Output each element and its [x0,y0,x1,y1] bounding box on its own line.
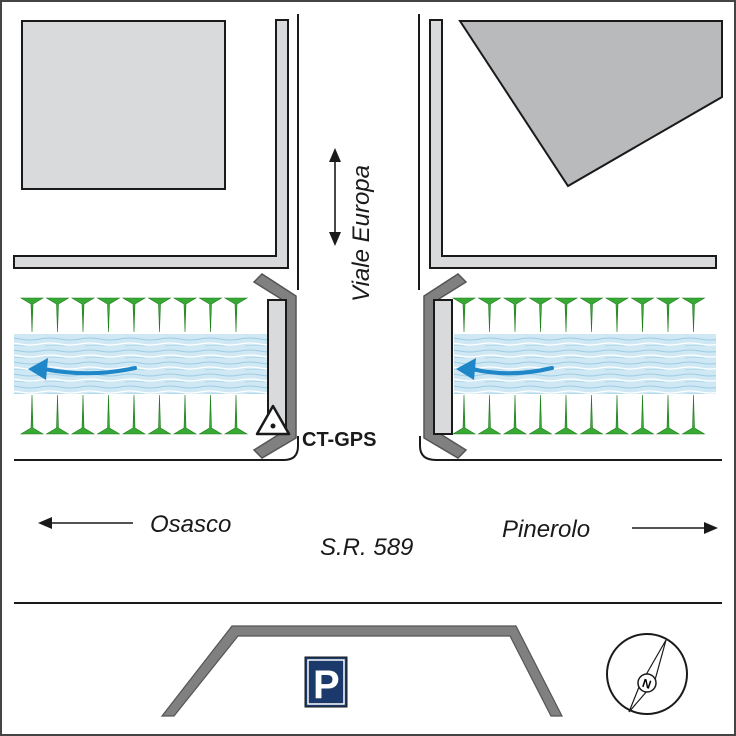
vegetation-spike [553,297,579,333]
flow-arrow-east [456,358,554,380]
compass-icon: N [606,633,688,715]
main-road-north-curb-east [419,436,722,461]
flow-arrow-west [28,358,137,380]
vegetation-spike [528,297,553,333]
osasco-label: Osasco [150,511,231,538]
viale-europa-label: Viale Europa [348,165,375,302]
vegetation-spike [553,394,579,435]
vegetation-spike [451,297,477,333]
station-label: CT-GPS [302,429,376,451]
vegetation-spike [70,394,96,435]
building-northeast [458,20,723,188]
building-northwest [21,20,226,190]
west-direction-arrow-icon [38,517,133,529]
vegetation-spike [198,394,223,435]
vegetation-spike [19,394,45,435]
vegetation-spike [45,297,70,333]
compass-north-letter: N [640,676,653,692]
sidewalk-east [429,19,717,269]
vegetation-spike [19,297,45,333]
vegetation [19,297,706,435]
east-direction-arrow-icon [632,522,718,534]
vegetation-spike [655,394,681,435]
vegetation-spike [96,297,121,333]
vegetation-spike [477,394,502,435]
main-road-north-curb-west [14,436,299,461]
vegetation-spike [604,394,630,435]
vegetation-spike [121,394,147,435]
bridge-deck-east [433,299,453,435]
vegetation-spike [655,297,681,333]
viale-europa-double-arrow-icon [329,148,341,246]
parking-lot-boundary [160,625,563,717]
vegetation-spike [223,297,249,333]
vegetation-spike [451,394,477,435]
gps-station-triangle-icon [255,404,291,436]
vegetation-spike [681,394,706,435]
vegetation-spike [579,297,604,333]
vegetation-spike [630,394,655,435]
vegetation-spike [172,297,198,333]
vegetation-spike [604,297,630,333]
vegetation-spike [630,297,655,333]
parking-sign-icon: P [304,656,348,708]
vegetation-spike [147,394,172,435]
vegetation-spike [223,394,249,435]
sidewalk-west [13,19,289,269]
vegetation-spike [147,297,172,333]
vegetation-spike [477,297,502,333]
canal-east [454,334,716,394]
vegetation-spike [172,394,198,435]
canal-west [14,334,268,394]
vegetation-spike [96,394,121,435]
vegetation-spike [45,394,70,435]
parking-letter: P [313,663,340,707]
pinerolo-label: Pinerolo [502,516,590,543]
vegetation-spike [528,394,553,435]
vegetation-spike [70,297,96,333]
vegetation-spike [198,297,223,333]
vegetation-spike [502,297,528,333]
vegetation-spike [681,297,706,333]
vegetation-spike [121,297,147,333]
vegetation-spike [579,394,604,435]
vegetation-spike [502,394,528,435]
main-road-label: S.R. 589 [320,534,413,561]
